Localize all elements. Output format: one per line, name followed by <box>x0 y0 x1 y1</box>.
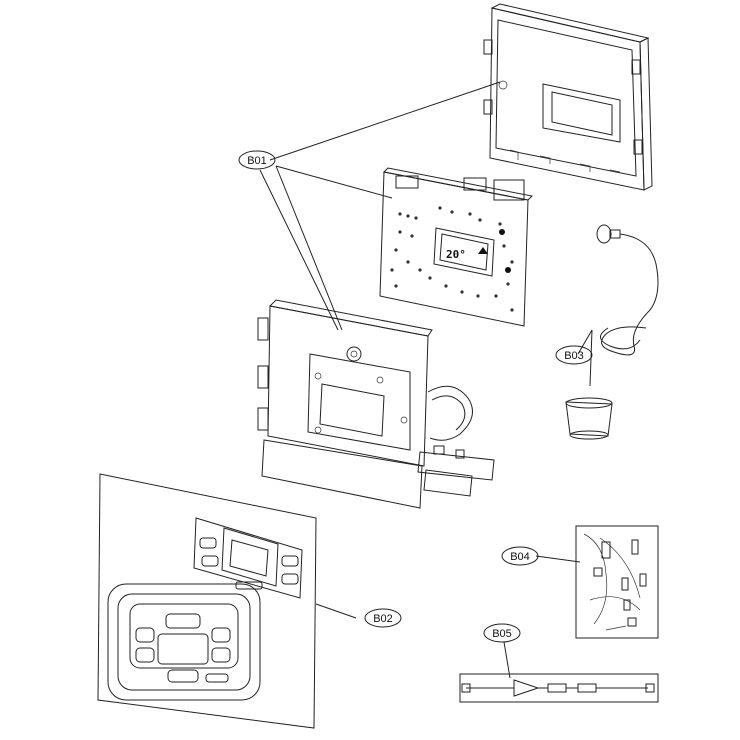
wiring-harness-group <box>575 525 659 639</box>
callout-b04-label: B04 <box>510 551 530 563</box>
callout-b01: B01 <box>238 150 276 170</box>
cable-group <box>459 673 659 703</box>
callout-b02-label: B02 <box>373 613 393 625</box>
callout-b03-label: B03 <box>564 350 584 362</box>
control-panel-group <box>97 473 317 729</box>
pcb-board-part: 20° <box>379 167 534 327</box>
frame-housing-part <box>257 299 495 509</box>
pcb-lcd-reading: 20° <box>446 248 466 261</box>
sensor-cable-part <box>565 224 659 440</box>
callout-b04: B04 <box>501 546 539 566</box>
callout-b03: B03 <box>555 345 593 365</box>
rear-cover-part <box>483 3 653 191</box>
callout-b01-label: B01 <box>247 155 267 167</box>
leader-lines <box>259 81 593 679</box>
callout-b05: B05 <box>483 623 521 643</box>
callout-b05-label: B05 <box>492 628 512 640</box>
callout-b02: B02 <box>364 608 402 628</box>
